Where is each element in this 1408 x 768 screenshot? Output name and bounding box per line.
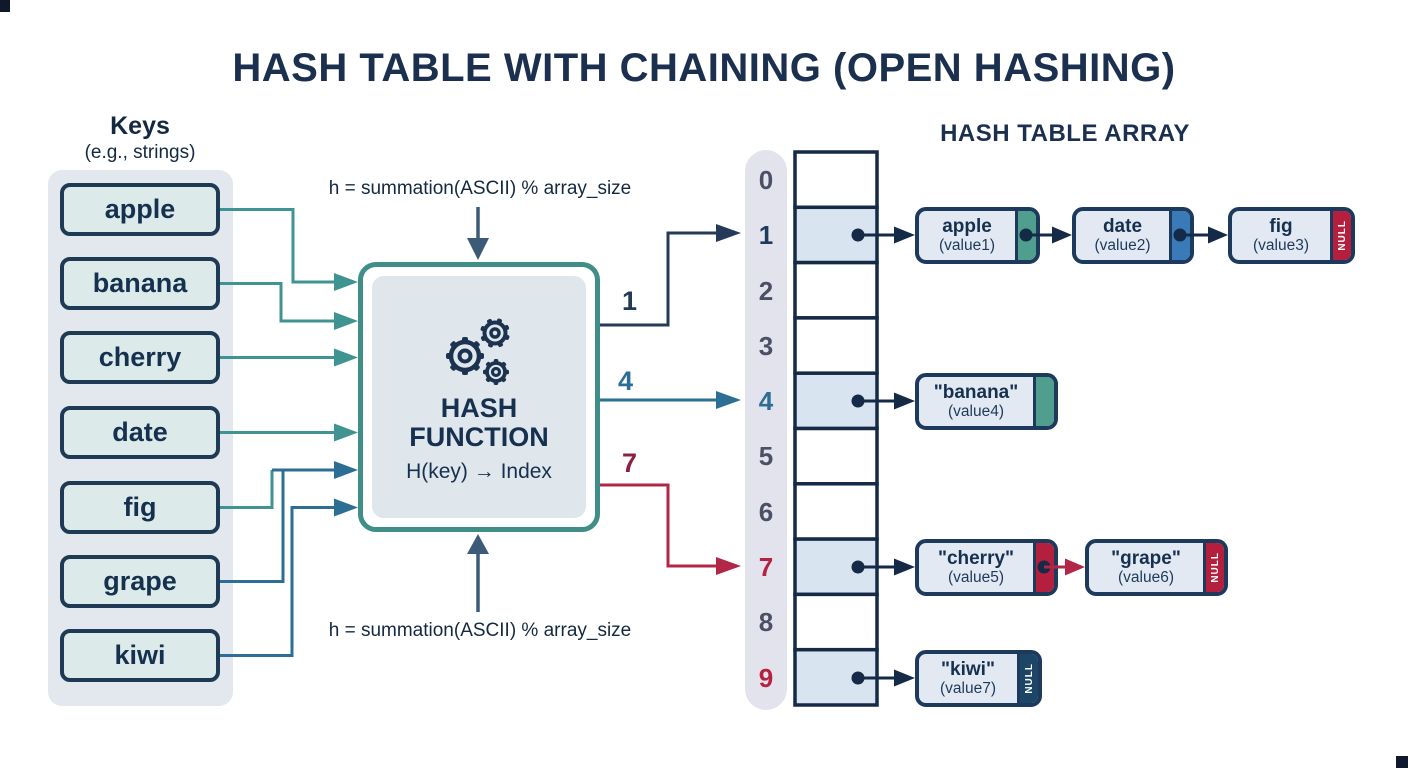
hash-function-formula: H(key) → Index — [406, 460, 552, 484]
arrowhead-output-7 — [716, 557, 741, 575]
hash-function-title: HASH FUNCTION — [409, 392, 549, 452]
array-heading: HASH TABLE ARRAY — [940, 120, 1190, 147]
annotation-arrowhead-bottom — [467, 534, 489, 554]
chain-node-kiwi: "kiwi" (value7) NULL — [915, 650, 1042, 707]
null-label: NULL — [1209, 552, 1221, 583]
null-label: NULL — [1023, 663, 1035, 694]
annotation-arrowhead-top — [467, 238, 489, 260]
cell-dot-9 — [851, 671, 865, 685]
cell-pointer-arrows — [851, 226, 915, 687]
key-box-fig: fig — [60, 481, 220, 534]
chain-node-apple: apple (value1) — [915, 207, 1040, 264]
corner-artifact — [0, 0, 10, 12]
index-label-7: 7 — [758, 552, 774, 582]
key-box-grape: grape — [60, 555, 220, 608]
index-label-5: 5 — [758, 441, 774, 471]
cell-arrowhead-7 — [894, 558, 915, 576]
chain-node-date: date (value2) — [1072, 207, 1194, 264]
arrowhead-input-2 — [334, 312, 358, 330]
null-label: NULL — [1336, 220, 1348, 251]
pointer-tail — [1169, 211, 1190, 260]
output-line-1 — [600, 231, 718, 327]
array-cell-5 — [793, 426, 879, 486]
cell-arrowhead-1 — [894, 226, 915, 244]
arrowhead-input-6 — [334, 498, 358, 517]
key-box-cherry: cherry — [60, 331, 220, 384]
arrowhead-input-5 — [334, 461, 358, 479]
array-cells — [793, 150, 879, 707]
chain-node-grape: "grape" (value6) NULL — [1085, 539, 1228, 596]
null-pointer-tail: NULL — [1017, 654, 1038, 703]
array-cell-2 — [793, 260, 879, 320]
index-label-0: 0 — [758, 165, 774, 195]
index-label-9: 9 — [758, 663, 774, 693]
cell-dot-4 — [851, 394, 865, 408]
corner-artifact — [1396, 756, 1408, 768]
chain-node-fig: fig (value3) NULL — [1228, 207, 1355, 264]
index-label-8: 8 — [758, 607, 774, 637]
array-cell-3 — [793, 316, 879, 375]
array-cell-7 — [793, 537, 879, 597]
array-cell-8 — [793, 592, 879, 652]
array-cell-1 — [793, 205, 879, 265]
page-title: HASH TABLE WITH CHAINING (OPEN HASHING) — [232, 46, 1176, 90]
cell-arrowhead-4 — [894, 392, 915, 410]
cell-arrowhead-9 — [894, 669, 915, 687]
key-box-banana: banana — [60, 257, 220, 310]
chain-node-cherry: "cherry" (value5) — [915, 539, 1058, 596]
index-label-2: 2 — [758, 276, 774, 306]
pointer-tail — [1033, 377, 1054, 426]
output-index-label-1: 1 — [622, 286, 638, 316]
hash-formula-annotation-top: h = summation(ASCII) % array_size — [328, 178, 632, 199]
arrowhead-input-1 — [334, 273, 358, 291]
key-box-apple: apple — [60, 183, 220, 236]
index-label-3: 3 — [758, 331, 774, 361]
array-cell-9 — [793, 647, 879, 707]
key-box-date: date — [60, 406, 220, 459]
arrowhead-input-3 — [334, 348, 358, 367]
arrowhead-input-4 — [334, 423, 358, 442]
index-label-4: 4 — [758, 386, 774, 416]
null-pointer-tail: NULL — [1330, 211, 1351, 260]
chain-node-banana: "banana" (value4) — [915, 373, 1058, 430]
hash-formula-annotation-bottom: h = summation(ASCII) % array_size — [328, 620, 632, 641]
key-arrow-banana — [220, 282, 334, 323]
output-index-label-4: 4 — [618, 366, 634, 396]
output-index-label-7: 7 — [622, 448, 638, 478]
array-cell-0 — [793, 150, 879, 210]
index-label-6: 6 — [758, 497, 774, 527]
pointer-tail — [1015, 211, 1036, 260]
gears-icon — [446, 318, 510, 385]
arrowhead-output-1 — [716, 224, 741, 242]
cell-dot-7 — [851, 560, 865, 574]
pointer-tail — [1033, 543, 1054, 592]
cell-dot-1 — [851, 228, 865, 242]
key-box-kiwi: kiwi — [60, 629, 220, 682]
keys-heading: Keys — [110, 112, 170, 140]
array-cell-4 — [793, 371, 879, 431]
index-strip — [745, 150, 787, 710]
output-line-7 — [600, 483, 718, 568]
node-arrowhead-apple-date — [1052, 226, 1072, 244]
index-label-1: 1 — [758, 220, 774, 250]
null-pointer-tail: NULL — [1203, 543, 1224, 592]
key-arrow-grape — [220, 468, 334, 583]
node-arrowhead-date-fig — [1208, 226, 1228, 244]
hash-function-box: HASH FUNCTION H(key) → Index — [358, 262, 600, 532]
keys-subheading: (e.g., strings) — [84, 142, 196, 163]
array-cell-6 — [793, 482, 879, 541]
node-arrowhead-cherry-grape — [1065, 558, 1085, 576]
arrowhead-output-4 — [716, 391, 741, 409]
key-arrow-apple — [220, 208, 334, 284]
